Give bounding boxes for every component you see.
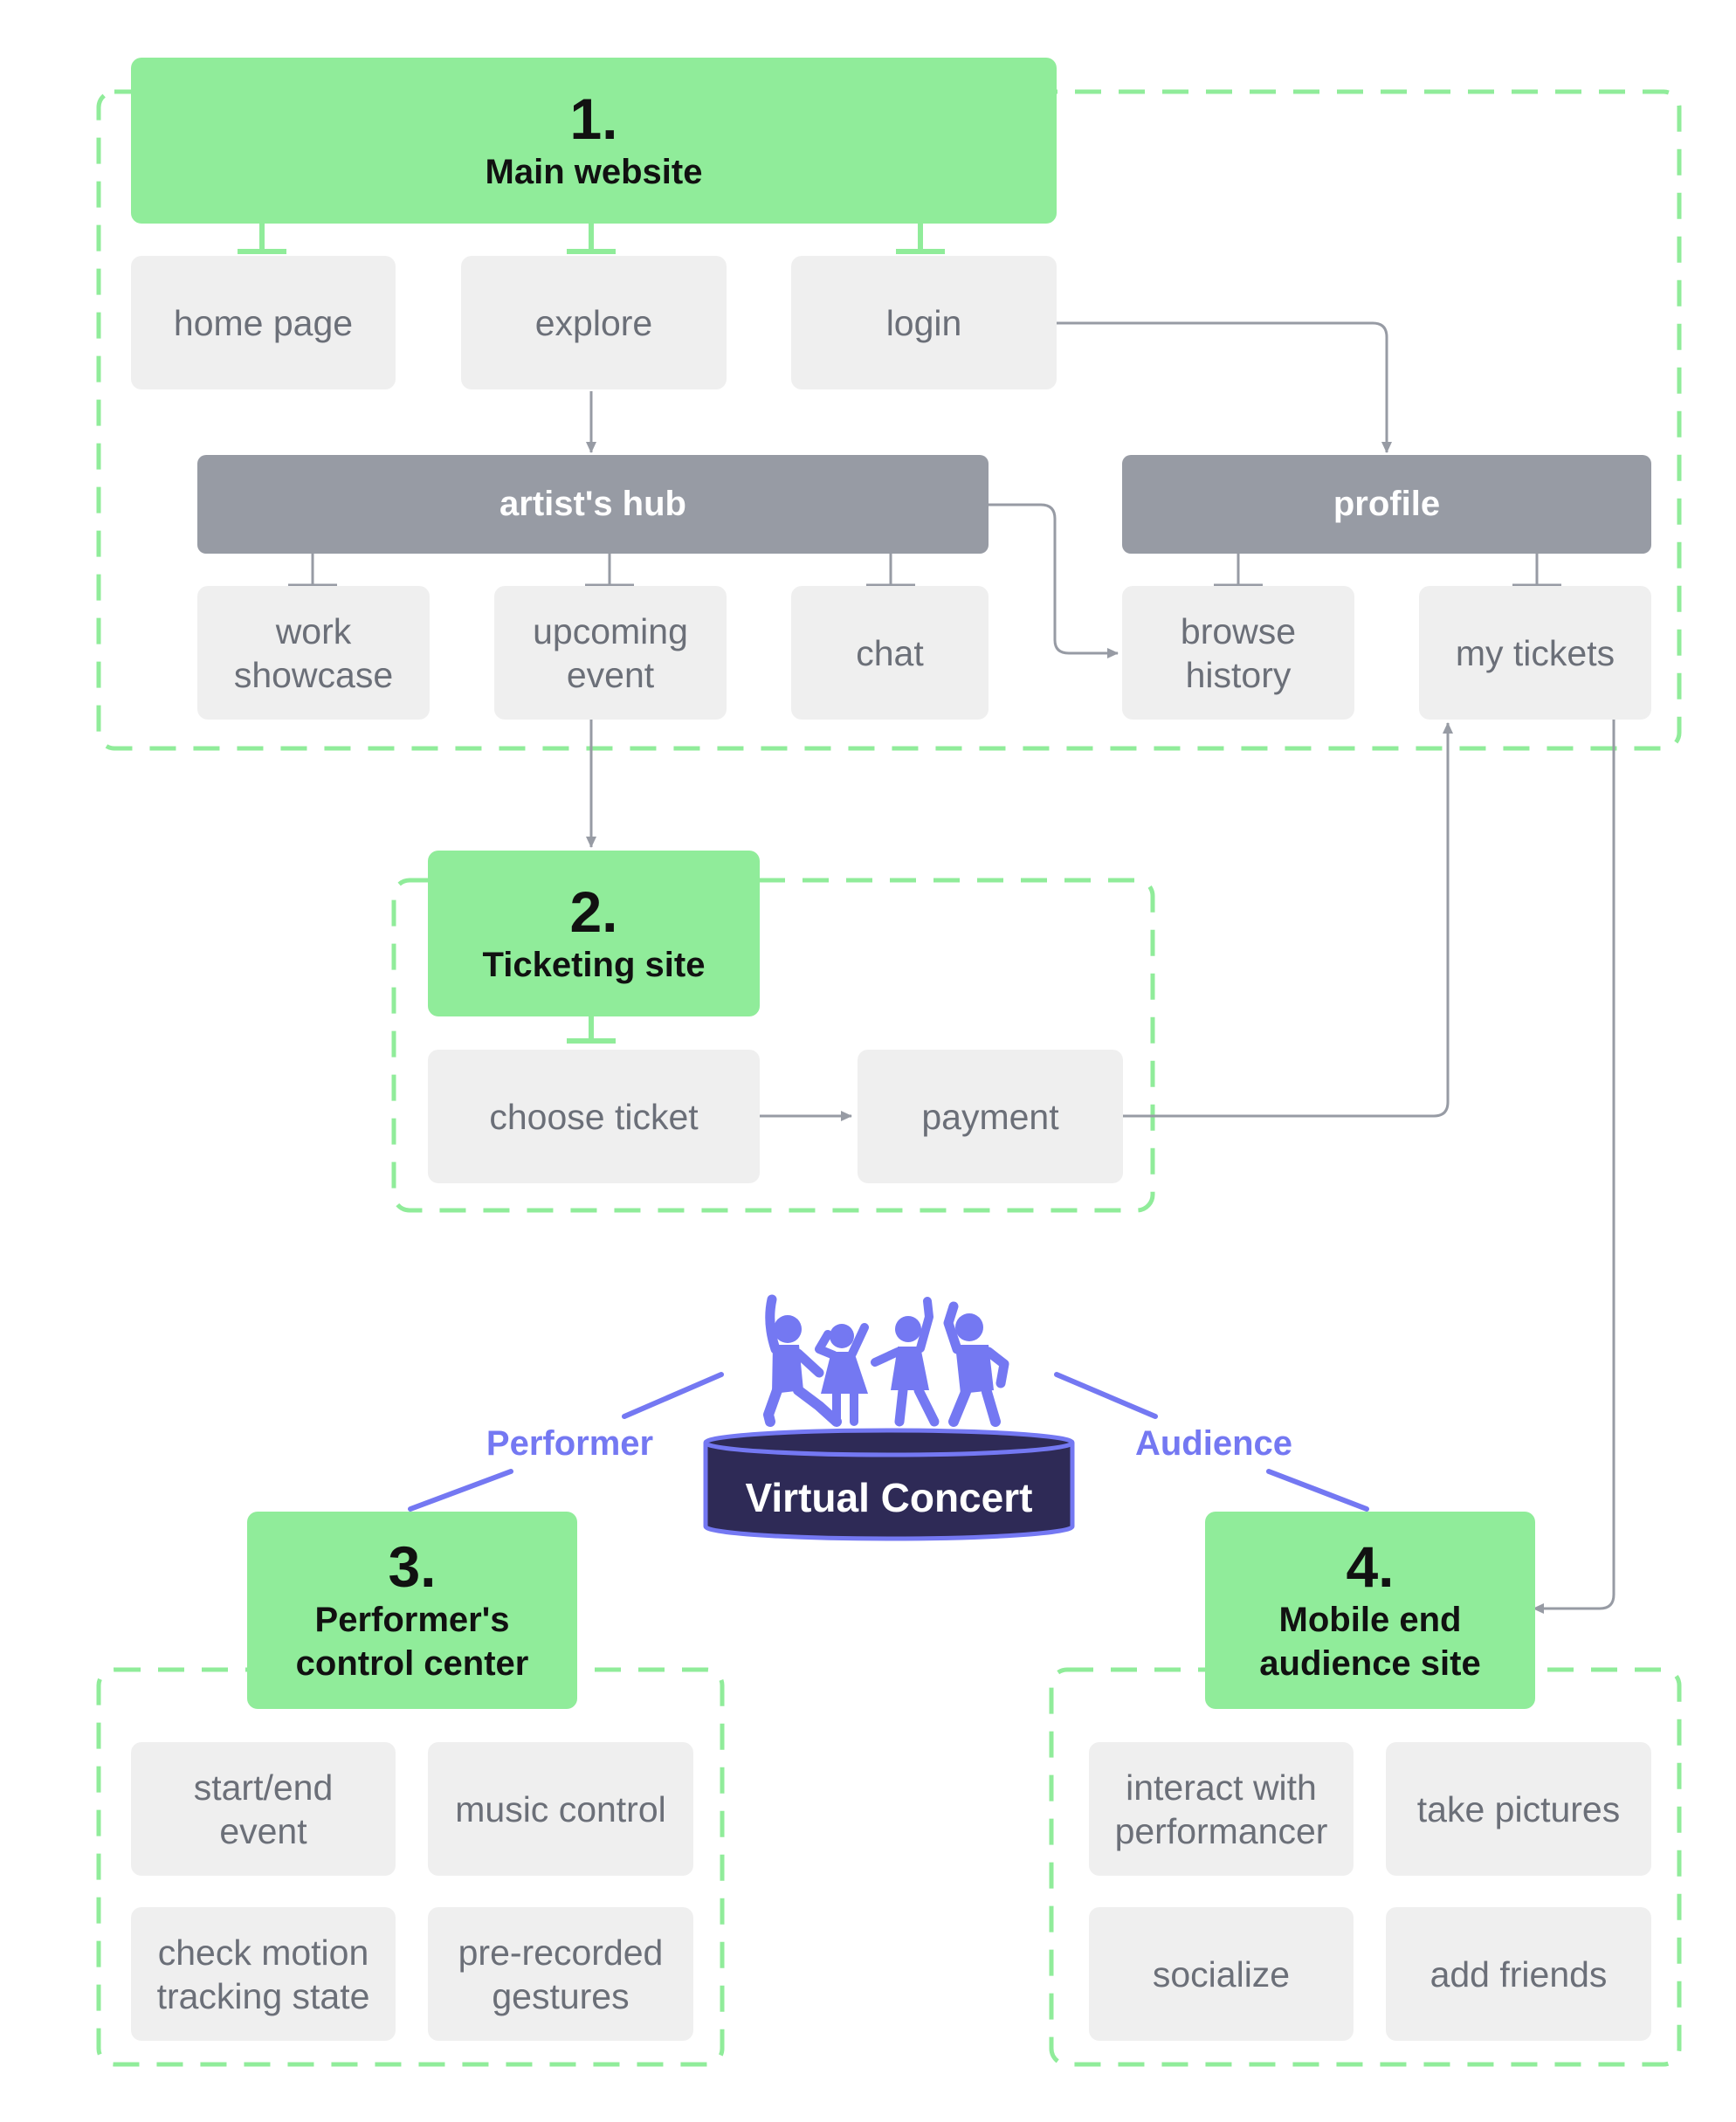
add-friends-node[interactable]: add friends (1386, 1907, 1651, 2041)
profile-node[interactable]: profile (1122, 455, 1651, 554)
upcoming-event-node[interactable]: upcoming event (494, 586, 727, 720)
ticketing-site-number: 2. (569, 879, 618, 944)
performer-control-center-header[interactable]: 3. Performer's control center (247, 1512, 577, 1709)
role-lines (408, 1372, 1369, 1512)
flow-arrows (586, 321, 1615, 1614)
my-tickets-node[interactable]: my tickets (1419, 586, 1651, 720)
ticketing-connector (567, 1013, 616, 1044)
main-website-number: 1. (569, 86, 618, 151)
arrow-login-to-profile (1057, 321, 1392, 453)
chat-node[interactable]: chat (791, 586, 989, 720)
login-node[interactable]: login (791, 256, 1057, 389)
audience-role-label: Audience (1134, 1424, 1293, 1463)
audience-number: 4. (1346, 1534, 1395, 1599)
home-page-node[interactable]: home page (131, 256, 396, 389)
main-website-title: Main website (485, 153, 703, 191)
ticketing-site-header[interactable]: 2. Ticketing site (428, 851, 760, 1016)
work-showcase-node[interactable]: work showcase (197, 586, 430, 720)
arrow-payment-to-my-tickets (1120, 722, 1453, 1118)
pre-recorded-gestures-node[interactable]: pre-recorded gestures (428, 1907, 693, 2041)
virtual-concert-database (703, 1428, 1075, 1541)
arrow-my-tickets-to-audience (1533, 720, 1615, 1614)
artists-hub-node[interactable]: artist's hub (197, 455, 989, 554)
music-control-node[interactable]: music control (428, 1742, 693, 1876)
main-website-connectors (238, 224, 945, 254)
check-motion-node[interactable]: check motion tracking state (131, 1907, 396, 2041)
take-pictures-node[interactable]: take pictures (1386, 1742, 1651, 1876)
main-website-group-border (96, 89, 1682, 751)
ticketing-site-title: Ticketing site (482, 946, 706, 984)
arrow-hub-to-browse-history (989, 503, 1119, 658)
start-end-event-node[interactable]: start/end event (131, 1742, 396, 1876)
choose-ticket-node[interactable]: choose ticket (428, 1050, 760, 1183)
hub-profile-connectors (288, 554, 1561, 587)
payment-node[interactable]: payment (858, 1050, 1123, 1183)
performer-group-border (96, 1667, 725, 2067)
audience-group-border (1049, 1667, 1682, 2067)
audience-site-header[interactable]: 4. Mobile end audience site (1205, 1512, 1535, 1709)
interact-node[interactable]: interact with performancer (1089, 1742, 1354, 1876)
performer-number: 3. (388, 1534, 437, 1599)
audience-title: Mobile end audience site (1259, 1601, 1481, 1683)
dancing-people-icon (763, 1294, 1009, 1427)
performer-role-label: Performer (486, 1424, 654, 1463)
ticketing-group-border (391, 878, 1155, 1213)
socialize-node[interactable]: socialize (1089, 1907, 1354, 2041)
browse-history-node[interactable]: browse history (1122, 586, 1354, 720)
explore-node[interactable]: explore (461, 256, 727, 389)
performer-title: Performer's control center (295, 1601, 529, 1683)
main-website-header[interactable]: 1. Main website (131, 58, 1057, 224)
virtual-concert-label: Virtual Concert (745, 1475, 1033, 1520)
